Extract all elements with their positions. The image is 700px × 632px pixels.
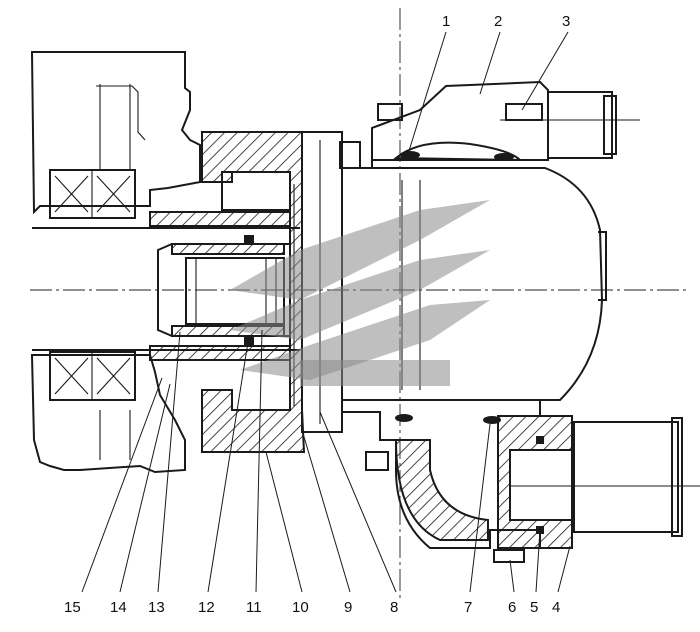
callouts-top: 1 2 3 (442, 13, 570, 30)
callout-12: 12 (198, 599, 215, 616)
callout-1: 1 (442, 13, 450, 30)
bearing-bottom (49, 351, 136, 401)
callout-13: 13 (148, 599, 165, 616)
callouts-bottom: 15 14 13 12 11 10 9 8 7 6 5 4 (64, 599, 560, 616)
leader-lines (81, 31, 571, 593)
shaft (32, 211, 300, 361)
bearing-top (49, 169, 136, 219)
callout-3: 3 (562, 13, 570, 30)
callout-11: 11 (246, 599, 262, 616)
callout-4: 4 (552, 599, 560, 616)
left-housing (30, 51, 201, 474)
callout-10: 10 (292, 599, 309, 616)
callout-9: 9 (344, 599, 352, 616)
callout-2: 2 (494, 13, 502, 30)
callout-15: 15 (64, 599, 81, 616)
watermark-logo (230, 200, 490, 386)
callout-7: 7 (464, 599, 472, 616)
top-clamp (339, 80, 640, 169)
callout-6: 6 (508, 599, 516, 616)
callout-8: 8 (390, 599, 398, 616)
callout-14: 14 (110, 599, 127, 616)
callout-5: 5 (530, 599, 538, 616)
bottom-elbow (341, 399, 700, 563)
